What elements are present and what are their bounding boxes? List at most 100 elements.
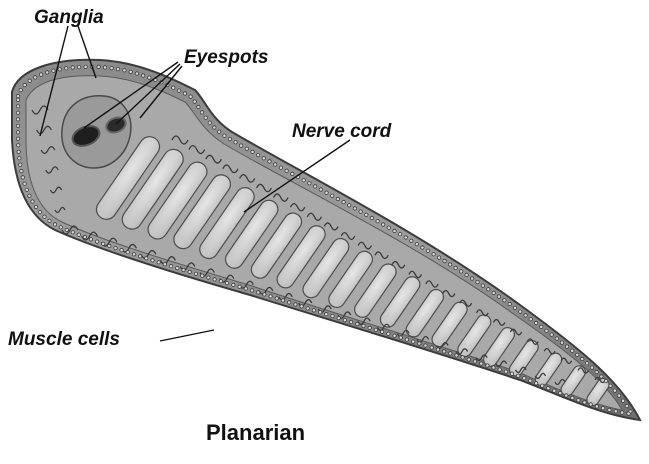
- muscle-cell-dot: [487, 288, 490, 291]
- muscle-cell-dot: [312, 309, 315, 312]
- muscle-cell-dot: [613, 389, 616, 392]
- muscle-cell-dot: [449, 352, 452, 355]
- muscle-cell-dot: [380, 330, 383, 333]
- muscle-cell-dot: [53, 223, 56, 226]
- muscle-cell-dot: [517, 374, 520, 377]
- muscle-cell-dot: [362, 324, 365, 327]
- muscle-cell-dot: [424, 344, 427, 347]
- muscle-cell-dot: [225, 281, 228, 284]
- muscle-cell-dot: [71, 66, 74, 69]
- muscle-cell-dot: [359, 210, 362, 213]
- muscle-cell-dot: [19, 163, 22, 166]
- muscle-cell-dot: [336, 197, 339, 200]
- muscle-cell-dot: [251, 150, 254, 153]
- muscle-cell-dot: [294, 303, 297, 306]
- muscle-cell-dot: [300, 305, 303, 308]
- muscle-cell-dot: [291, 172, 294, 175]
- muscle-cell-dot: [234, 141, 237, 144]
- muscle-cell-dot: [465, 273, 468, 276]
- muscle-cell-dot: [58, 68, 61, 71]
- muscle-cell-dot: [65, 228, 68, 231]
- muscle-cell-dot: [250, 289, 253, 292]
- muscle-cell-dot: [46, 71, 49, 74]
- muscle-cell-dot: [365, 213, 368, 216]
- muscle-cell-dot: [529, 318, 532, 321]
- muscle-cell-dot: [31, 200, 34, 203]
- muscle-cell-dot: [376, 220, 379, 223]
- muscle-cell-dot: [16, 131, 19, 134]
- muscle-cell-dot: [262, 157, 265, 160]
- label-ganglia: Ganglia: [34, 8, 104, 27]
- muscle-cell-dot: [108, 244, 111, 247]
- muscle-cell-dot: [102, 242, 105, 245]
- muscle-cell-dot: [492, 291, 495, 294]
- muscle-cell-dot: [89, 238, 92, 241]
- muscle-cell-dot: [565, 345, 568, 348]
- muscle-cell-dot: [48, 219, 51, 222]
- muscle-cell-dot: [239, 144, 242, 147]
- muscle-cell-dot: [148, 76, 151, 79]
- muscle-cell-dot: [331, 194, 334, 197]
- muscle-cell-dot: [238, 285, 241, 288]
- muscle-cell-dot: [405, 338, 408, 341]
- muscle-cell-dot: [480, 362, 483, 365]
- muscle-cell-dot: [432, 253, 435, 256]
- muscle-cell-dot: [274, 163, 277, 166]
- muscle-cell-dot: [410, 239, 413, 242]
- muscle-cell-dot: [411, 340, 414, 343]
- muscle-cell-dot: [342, 200, 345, 203]
- muscle-cell-dot: [577, 399, 580, 402]
- muscle-cell-dot: [430, 346, 433, 349]
- muscle-cell-dot: [28, 79, 31, 82]
- muscle-cell-dot: [120, 249, 123, 252]
- muscle-cell-dot: [288, 301, 291, 304]
- muscle-cell-dot: [454, 266, 457, 269]
- muscle-cell-dot: [590, 366, 593, 369]
- muscle-cell-dot: [16, 98, 19, 101]
- muscle-cell-dot: [135, 72, 138, 75]
- muscle-cell-dot: [77, 233, 80, 236]
- muscle-cell-dot: [123, 69, 126, 72]
- muscle-cell-dot: [461, 356, 464, 359]
- muscle-cell-dot: [349, 320, 352, 323]
- muscle-cell-dot: [194, 272, 197, 275]
- muscle-cell-dot: [492, 366, 495, 369]
- muscle-cell-dot: [503, 299, 506, 302]
- muscle-cell-dot: [95, 240, 98, 243]
- muscle-cell-dot: [188, 270, 191, 273]
- muscle-cell-dot: [189, 95, 192, 98]
- muscle-cell-dot: [269, 295, 272, 298]
- muscle-cell-dot: [348, 204, 351, 207]
- muscle-cell-dot: [589, 403, 592, 406]
- muscle-cell-dot: [275, 297, 278, 300]
- muscle-cell-dot: [404, 236, 407, 239]
- muscle-cell-dot: [83, 235, 86, 238]
- muscle-cell-dot: [415, 242, 418, 245]
- muscle-cell-dot: [510, 372, 513, 375]
- muscle-cell-dot: [318, 311, 321, 314]
- muscle-cell-dot: [17, 144, 20, 147]
- muscle-cell-dot: [263, 293, 266, 296]
- muscle-cell-dot: [39, 73, 42, 76]
- muscle-cell-dot: [151, 259, 154, 262]
- muscle-cell-dot: [25, 188, 28, 191]
- muscle-cells-leader: [160, 330, 214, 341]
- muscle-cell-dot: [132, 253, 135, 256]
- muscle-cell-dot: [541, 384, 544, 387]
- muscle-cell-dot: [553, 389, 556, 392]
- muscle-cell-dot: [382, 223, 385, 226]
- label-eyespots: Eyespots: [184, 48, 268, 67]
- muscle-cell-dot: [459, 270, 462, 273]
- muscle-cell-dot: [16, 94, 19, 97]
- muscle-cell-dot: [116, 67, 119, 70]
- muscle-cell-dot: [519, 310, 522, 313]
- muscle-cell-dot: [540, 325, 543, 328]
- muscle-cell-dot: [535, 382, 538, 385]
- muscle-cell-dot: [571, 349, 574, 352]
- muscle-cell-dot: [281, 299, 284, 302]
- muscle-cell-dot: [481, 284, 484, 287]
- muscle-cell-dot: [621, 399, 624, 402]
- muscle-cell-dot: [497, 295, 500, 298]
